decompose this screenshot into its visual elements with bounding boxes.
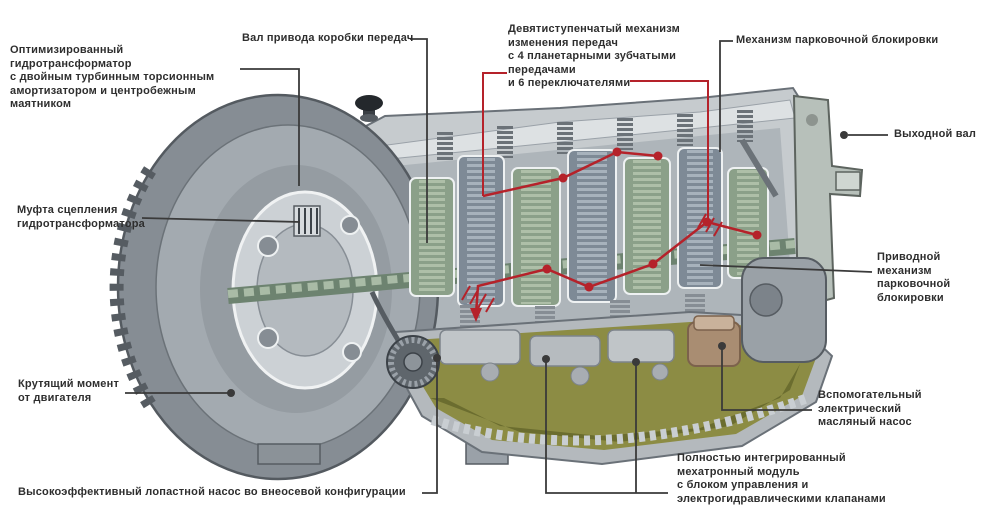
- mechatronic-module-illustration: [439, 329, 675, 386]
- power-flow-path: [470, 72, 762, 322]
- leader-parking-lock: [719, 40, 733, 152]
- label-parking-lock: Механизм парковочной блокировки: [736, 34, 939, 46]
- lockup-clutch: [293, 205, 321, 237]
- label-mechatronic: Полностью интегрированный мехатронный мо…: [677, 452, 886, 505]
- label-converter-clutch: Муфта сцепления гидротрансформатора: [17, 204, 145, 230]
- leader-input-shaft: [410, 38, 428, 243]
- leader-torque-converter: [240, 68, 300, 186]
- parking-drive-illustration: [739, 138, 827, 363]
- breather-cap: [355, 95, 383, 122]
- leader-aux-pump: [721, 348, 812, 411]
- leader-dots: [227, 131, 848, 397]
- leader-parking-drive: [699, 264, 873, 273]
- leader-vane-pump: [422, 360, 438, 494]
- label-engine-torque: Крутящий момент от двигателя: [18, 378, 120, 404]
- label-aux-pump: Вспомогательный электрический масляный н…: [818, 389, 922, 428]
- label-input-shaft: Вал привода коробки передач: [242, 32, 414, 44]
- label-output-shaft: Выходной вал: [894, 128, 977, 140]
- label-parking-drive: Приводной механизм парковочной блокировк…: [877, 251, 951, 304]
- vane-pump-illustration: [369, 290, 440, 389]
- shift-elements-row: [437, 110, 753, 162]
- leader-lines: [125, 38, 888, 494]
- label-torque-converter: Оптимизированный гидротрансформатор с дв…: [10, 44, 215, 110]
- label-vane-pump: Высокоэффективный лопастной насос во вне…: [18, 486, 406, 498]
- leader-converter-clutch: [141, 217, 301, 223]
- planetary-gearsets: [409, 147, 769, 307]
- leader-mechatronic: [545, 361, 668, 494]
- label-gear-mechanism: Девятиступенчатый механизм изменения пер…: [508, 23, 680, 89]
- aux-oil-pump-illustration: [687, 315, 741, 367]
- oil-pan: [394, 310, 834, 466]
